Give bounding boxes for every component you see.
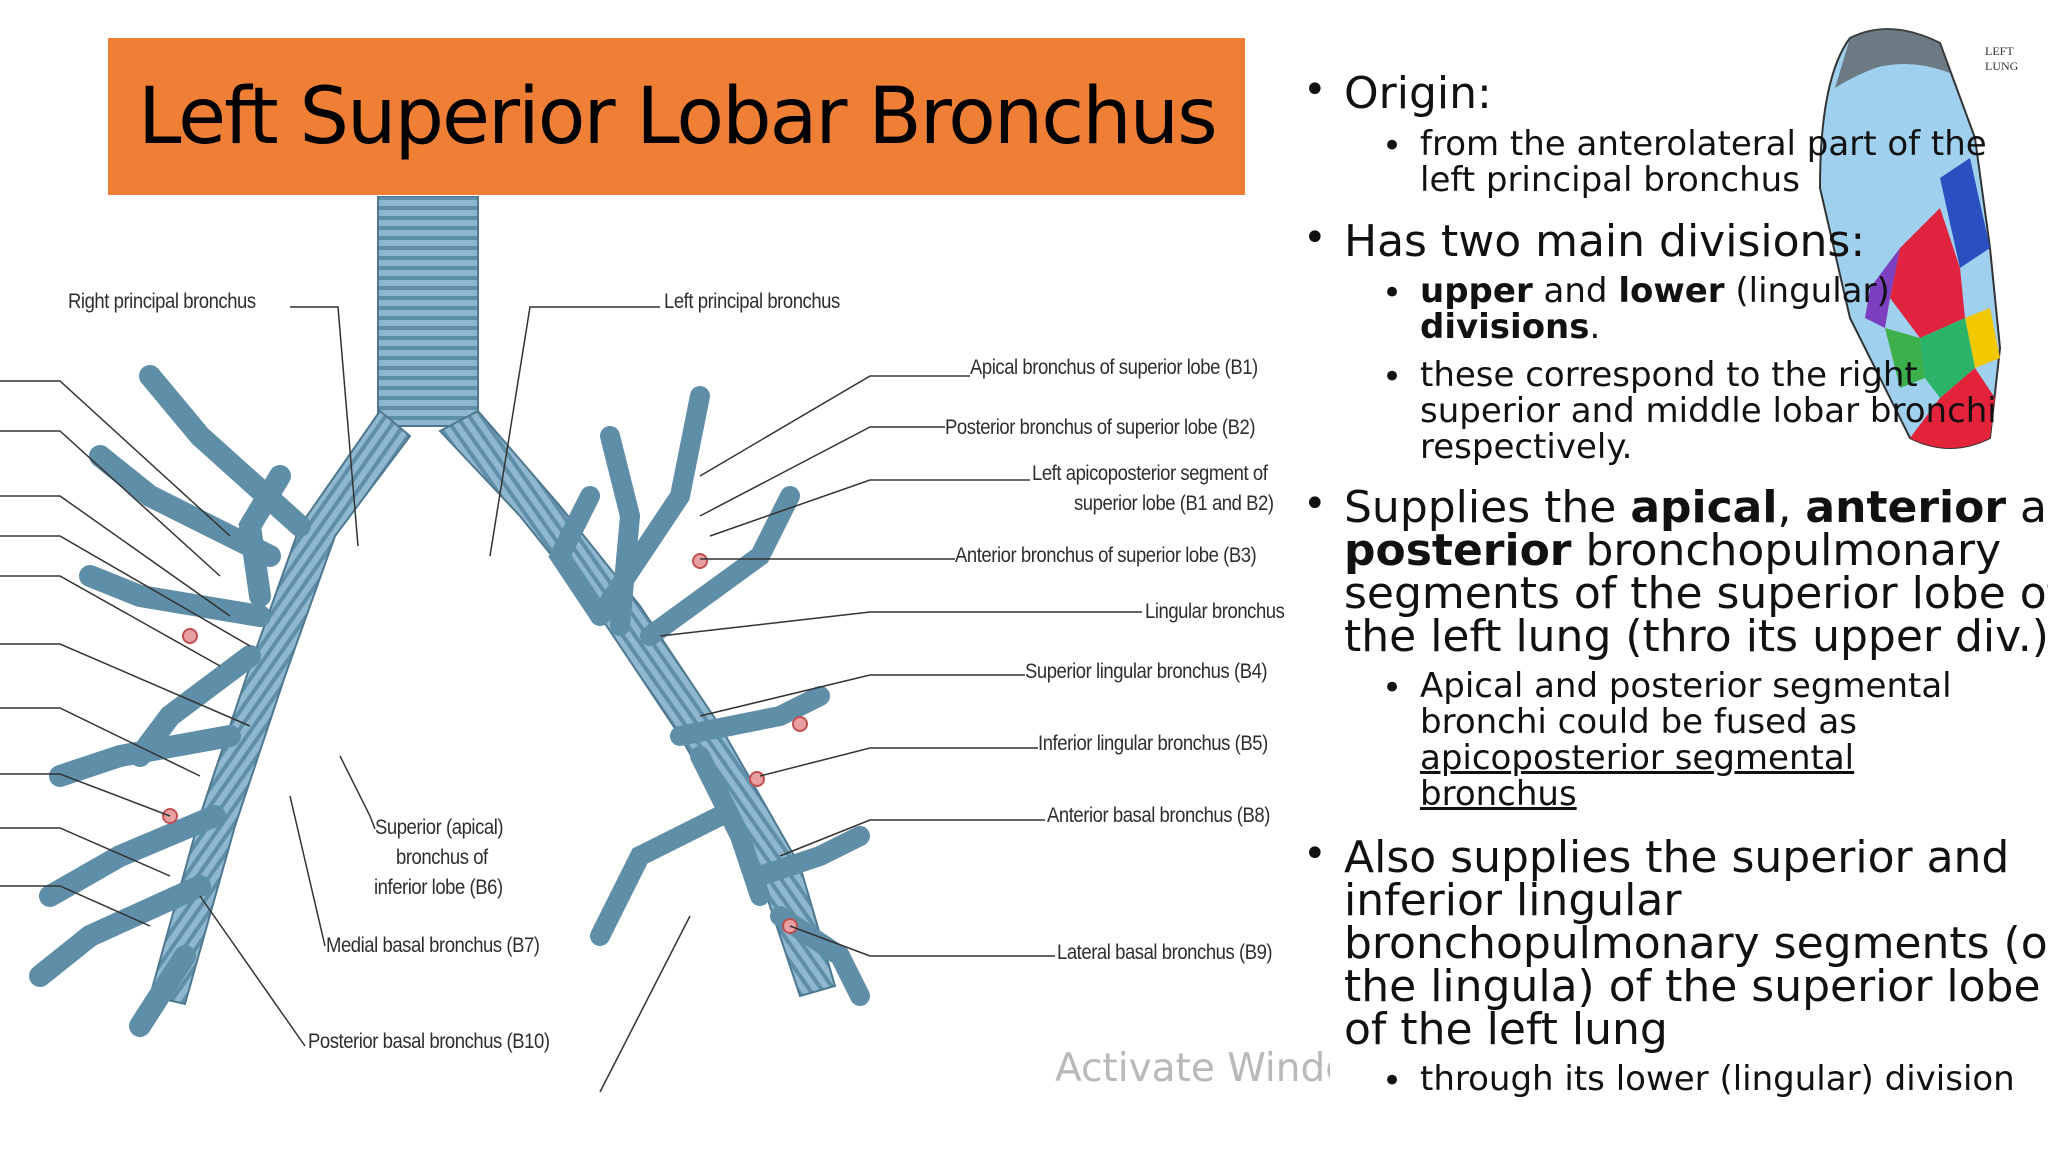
bullet-supplies: Supplies the apical, anterior and poster… (1344, 486, 2048, 662)
div-sub2-line-1: these correspond to the right (1420, 355, 1918, 395)
supplies-and: and (2020, 482, 2048, 533)
bullet-fused: Apical and posterior segmental bronchi c… (1420, 668, 1952, 812)
word-posterior: posterior (1344, 525, 1572, 576)
bullet-through: through its lower (lingular) division (1420, 1061, 2015, 1097)
bullet-dot: • (1382, 273, 1403, 313)
label-apicoposterior-1: Left apicoposterior segment of (1032, 462, 1268, 485)
origin-sub-line-1: from the anterolateral part of the (1420, 124, 1987, 164)
bullet-dot: • (1303, 67, 1327, 113)
lung-label: LEFT LUNG (1985, 44, 2019, 73)
fused-line-2: bronchi could be fused as (1420, 702, 1857, 742)
bullet-origin-text: Origin: (1344, 68, 1492, 119)
bullet-divisions-text: Has two main divisions: (1344, 216, 1866, 267)
bullet-origin: Origin: (1344, 68, 1492, 119)
fused-line-3: apicoposterior segmental (1420, 738, 1855, 778)
bronchial-tree-illustration (0, 196, 1142, 1093)
also-line-5: of the left lung (1344, 1004, 1668, 1055)
word-apical: apical (1630, 482, 1778, 533)
bullet-dot: • (1382, 1061, 1403, 1101)
label-lingular-bronchus: Lingular bronchus (1145, 600, 1285, 623)
word-lingular: (lingular) (1724, 271, 1890, 311)
left-lung-illustration (1818, 28, 2002, 449)
bullet-dot: • (1303, 481, 1327, 527)
bullet-list: • Origin: • from the anterolateral part … (1300, 0, 2048, 1152)
bullet-dot: • (1382, 668, 1403, 708)
leader-lines (0, 306, 1142, 1093)
div-sub2-line-3: respectively. (1420, 427, 1633, 467)
supplies-pre: Supplies the (1344, 482, 1631, 533)
also-line-4: the lingula) of the superior lobe (1344, 961, 2041, 1012)
label-apicoposterior-2: superior lobe (B1 and B2) (1074, 492, 1274, 515)
bullet-dot: • (1303, 831, 1327, 877)
label-superior-apical-2: bronchus of (396, 846, 488, 869)
supplies-line-4: the left lung (thro its upper div.) (1344, 611, 2048, 662)
div-sub2-line-2: superior and middle lobar bronchi (1420, 391, 1997, 431)
label-posterior-bronchus: Posterior bronchus of superior lobe (B2) (945, 416, 1256, 439)
trachea (377, 196, 479, 427)
label-apical-bronchus: Apical bronchus of superior lobe (B1) (970, 356, 1258, 379)
bullet-divisions-sub-1: upper and lower (lingular) divisions. (1420, 273, 1890, 345)
bullet-also: Also supplies the superior and inferior … (1344, 832, 2048, 1055)
bullet-dot: • (1382, 357, 1403, 397)
label-medial-basal: Medial basal bronchus (B7) (326, 934, 540, 957)
title-banner: Left Superior Lobar Bronchus (108, 38, 1245, 195)
right-lung-branches (29, 365, 311, 1037)
through-text: through its lower (lingular) division (1420, 1059, 2015, 1099)
label-anterior-basal: Anterior basal bronchus (B8) (1047, 804, 1270, 827)
label-superior-apical-1: Superior (apical) (375, 816, 504, 839)
bullet-divisions: Has two main divisions: (1344, 216, 1866, 267)
left-lung-branches (548, 386, 870, 1006)
page-title: Left Superior Lobar Bronchus (138, 71, 1218, 162)
label-inferior-lingular: Inferior lingular bronchus (B5) (1038, 732, 1268, 755)
label-posterior-basal: Posterior basal bronchus (B10) (308, 1030, 550, 1053)
label-right-principal-bronchus: Right principal bronchus (68, 290, 256, 313)
origin-sub-line-2: left principal bronchus (1420, 160, 1800, 200)
label-superior-apical-3: inferior lobe (B6) (374, 876, 503, 899)
word-anterior: anterior (1805, 482, 2007, 533)
fused-line-4: bronchus (1420, 774, 1577, 814)
bullet-origin-sub: from the anterolateral part of the left … (1420, 126, 1987, 198)
also-line-2: inferior lingular (1344, 875, 1682, 926)
label-anterior-bronchus: Anterior bronchus of superior lobe (B3) (955, 544, 1257, 567)
bullet-dot: • (1303, 215, 1327, 261)
word-upper: upper (1420, 271, 1533, 311)
activate-windows-watermark: Activate Windo (1055, 1046, 1330, 1091)
bullet-dot: • (1382, 126, 1403, 166)
also-line-1: Also supplies the superior and (1344, 832, 2010, 883)
supplies-rest: bronchopulmonary (1571, 525, 2002, 576)
word-period: . (1589, 307, 1601, 347)
supplies-line-3: segments of the superior lobe of (1344, 568, 2048, 619)
label-lateral-basal: Lateral basal bronchus (B9) (1057, 941, 1273, 964)
bullet-divisions-sub-2: these correspond to the right superior a… (1420, 357, 1997, 465)
supplies-comma: , (1777, 482, 1806, 533)
word-and: and (1532, 271, 1619, 311)
word-divisions: divisions (1420, 307, 1590, 347)
fused-line-1: Apical and posterior segmental (1420, 666, 1952, 706)
word-lower: lower (1618, 271, 1725, 311)
label-superior-lingular: Superior lingular bronchus (B4) (1025, 660, 1268, 683)
label-left-principal-bronchus: Left principal bronchus (664, 290, 840, 313)
bronchial-tree-figure: Right principal bronchus Left principal … (0, 196, 1330, 1096)
also-line-3: bronchopulmonary segments (of (1344, 918, 2048, 969)
